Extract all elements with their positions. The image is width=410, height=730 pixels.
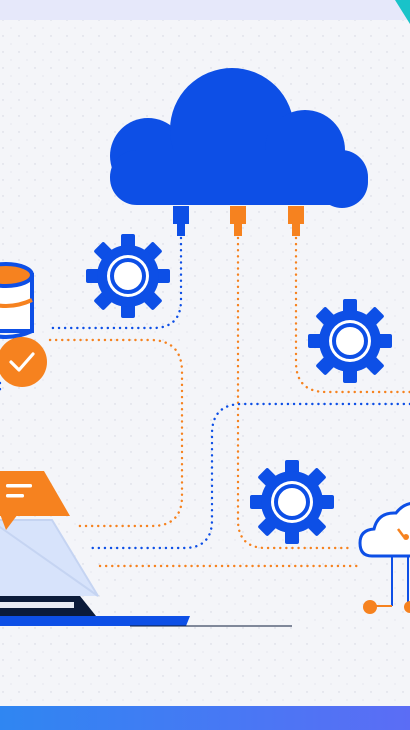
cloud-network-icon	[358, 502, 410, 614]
teal-corner-accent	[395, 0, 410, 24]
cable-connector-icon	[173, 206, 304, 236]
bottom-gradient-bar	[0, 706, 410, 730]
gear-icon	[248, 458, 336, 546]
chat-bubble-icon	[0, 471, 70, 530]
connection-lines	[0, 236, 410, 568]
cloud-icon	[110, 68, 368, 208]
gear-icon	[84, 232, 172, 320]
top-band	[0, 0, 410, 20]
checkmark-icon	[0, 337, 47, 387]
database-icon	[0, 262, 34, 339]
gear-icon	[306, 297, 394, 385]
laptop-icon	[0, 519, 292, 627]
